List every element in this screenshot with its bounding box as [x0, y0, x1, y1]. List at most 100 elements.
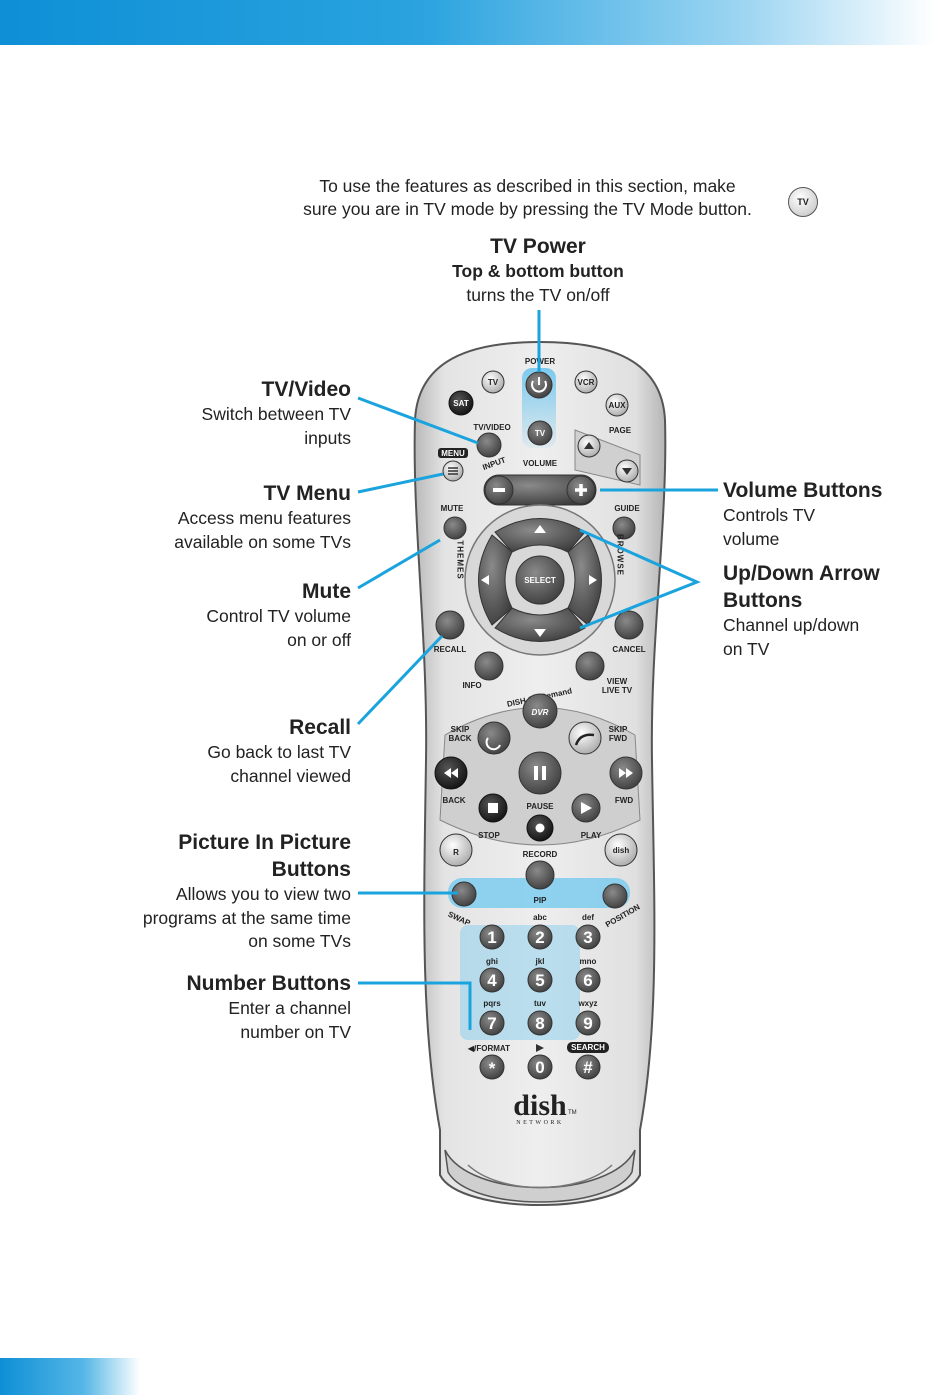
star-label: *: [489, 1059, 496, 1078]
fwd-label: FWD: [615, 796, 633, 805]
dish-logo-tm: TM: [568, 1110, 577, 1116]
play-label: PLAY: [581, 831, 602, 840]
info-label: INFO: [462, 681, 481, 690]
pip-title-2: Buttons: [271, 858, 351, 881]
mute-button[interactable]: [443, 516, 467, 540]
dish-network-logo: dish: [513, 1089, 567, 1122]
cancel-button[interactable]: [614, 610, 644, 640]
info-button[interactable]: [474, 651, 504, 681]
menu-icon: [448, 467, 458, 475]
digit-6-button[interactable]: [575, 967, 601, 993]
remote-bottom-cap: [444, 1149, 636, 1203]
number-desc2: number on TV: [240, 1021, 351, 1042]
fast-forward-icon: [619, 768, 633, 778]
digit-2-button[interactable]: [527, 924, 553, 950]
line-recall: [356, 634, 444, 726]
left-arrow-button[interactable]: [478, 534, 513, 626]
up-arrow-icon: [534, 525, 546, 533]
star-button[interactable]: [479, 1054, 505, 1080]
r-button[interactable]: [439, 833, 473, 867]
dvr-label: DVR: [532, 708, 549, 717]
vcr-mode-button[interactable]: [574, 370, 598, 394]
view-live-tv-button[interactable]: [575, 651, 605, 681]
pip-desc1: Allows you to view two: [175, 884, 351, 904]
guide-button[interactable]: [612, 516, 636, 540]
tv-power-bottom-button[interactable]: [527, 420, 553, 446]
intro-line-2: sure you are in TV mode by pressing the …: [303, 199, 752, 219]
callout-volume: Volume Buttons Controls TV volume: [723, 477, 923, 551]
pip-button[interactable]: [525, 860, 555, 890]
volume-desc2: volume: [723, 528, 780, 549]
pause-button[interactable]: [518, 751, 562, 795]
back-label: BACK: [442, 796, 465, 805]
tv-menu-desc2: available on some TVs: [174, 531, 351, 552]
letters-wxyz: wxyz: [577, 999, 597, 1008]
pound-button[interactable]: [575, 1054, 601, 1080]
digit-8-button[interactable]: [527, 1010, 553, 1036]
callout-number-buttons: Number Buttons Enter a channel number on…: [100, 970, 352, 1044]
select-label: SELECT: [524, 576, 556, 585]
volume-title: Volume Buttons: [723, 479, 883, 502]
pause-label: PAUSE: [527, 802, 555, 811]
view-live-tv-label-2: LIVE TV: [602, 686, 633, 695]
callout-tv-power: TV Power Top & bottom button turns the T…: [420, 233, 656, 307]
callout-mute: Mute Control TV volume on or off: [100, 578, 351, 652]
cancel-label: CANCEL: [612, 645, 645, 654]
skip-fwd-button[interactable]: [568, 721, 602, 755]
guide-label: GUIDE: [614, 504, 640, 513]
digit-9-button[interactable]: [575, 1010, 601, 1036]
digit-3-button[interactable]: [575, 924, 601, 950]
letters-tuv: tuv: [534, 999, 547, 1008]
callout-recall: Recall Go back to last TV channel viewed: [100, 714, 351, 788]
volume-desc1: Controls TV: [723, 505, 816, 525]
tv-mode-label: TV: [488, 378, 499, 387]
stop-icon: [488, 803, 498, 813]
select-button[interactable]: [515, 555, 565, 605]
sat-mode-label: SAT: [453, 399, 469, 408]
aux-mode-button[interactable]: [605, 393, 629, 417]
number-desc1: Enter a channel: [228, 998, 351, 1018]
letters-mno: mno: [580, 957, 597, 966]
stop-label: STOP: [478, 831, 500, 840]
page-label: PAGE: [609, 426, 632, 435]
tv-mode-button[interactable]: [481, 370, 505, 394]
digit-4-button[interactable]: [479, 967, 505, 993]
updown-title-1: Up/Down Arrow: [723, 562, 880, 585]
recall-desc1: Go back to last TV: [207, 742, 351, 762]
digit-1-button[interactable]: [479, 924, 505, 950]
digit-3-label: 3: [583, 928, 592, 947]
sat-mode-button[interactable]: [448, 390, 474, 416]
record-label: RECORD: [523, 850, 558, 859]
minus-icon: [493, 488, 505, 492]
recall-button[interactable]: [435, 610, 465, 640]
record-icon: [535, 823, 545, 833]
pound-label: #: [583, 1058, 593, 1077]
line-number: [358, 981, 472, 1030]
recall-label: RECALL: [434, 645, 467, 654]
aux-mode-label: AUX: [609, 401, 627, 410]
power-icon: [531, 377, 547, 393]
svg-text:R: R: [453, 848, 459, 857]
letters-jkl: jkl: [535, 957, 545, 966]
digit-7-button[interactable]: [479, 1010, 505, 1036]
skip-back-button[interactable]: [477, 721, 511, 755]
skip-back-label-1: SKIP: [451, 725, 470, 734]
updown-desc1: Channel up/down: [723, 615, 860, 635]
pip-title-1: Picture In Picture: [178, 831, 351, 854]
dvr-button[interactable]: [522, 693, 558, 729]
dish-logo-sub: NETWORK: [516, 1120, 564, 1126]
updown-desc2: on TV: [723, 638, 770, 659]
dish-button[interactable]: [604, 833, 638, 867]
tv-power-desc: turns the TV on/off: [466, 284, 610, 305]
digit-0-label: 0: [535, 1058, 544, 1077]
tv-power-bottom-label: TV: [535, 429, 546, 438]
channel-down-button[interactable]: [494, 607, 586, 642]
digit-0-button[interactable]: [527, 1054, 553, 1080]
digit-5-button[interactable]: [527, 967, 553, 993]
number-glow: [460, 925, 580, 1040]
digit-6-label: 6: [583, 971, 592, 990]
tv-video-button[interactable]: [476, 432, 502, 458]
tv-video-desc1: Switch between TV: [201, 404, 351, 424]
position-button[interactable]: [602, 883, 628, 909]
play-small-icon: [536, 1044, 544, 1052]
